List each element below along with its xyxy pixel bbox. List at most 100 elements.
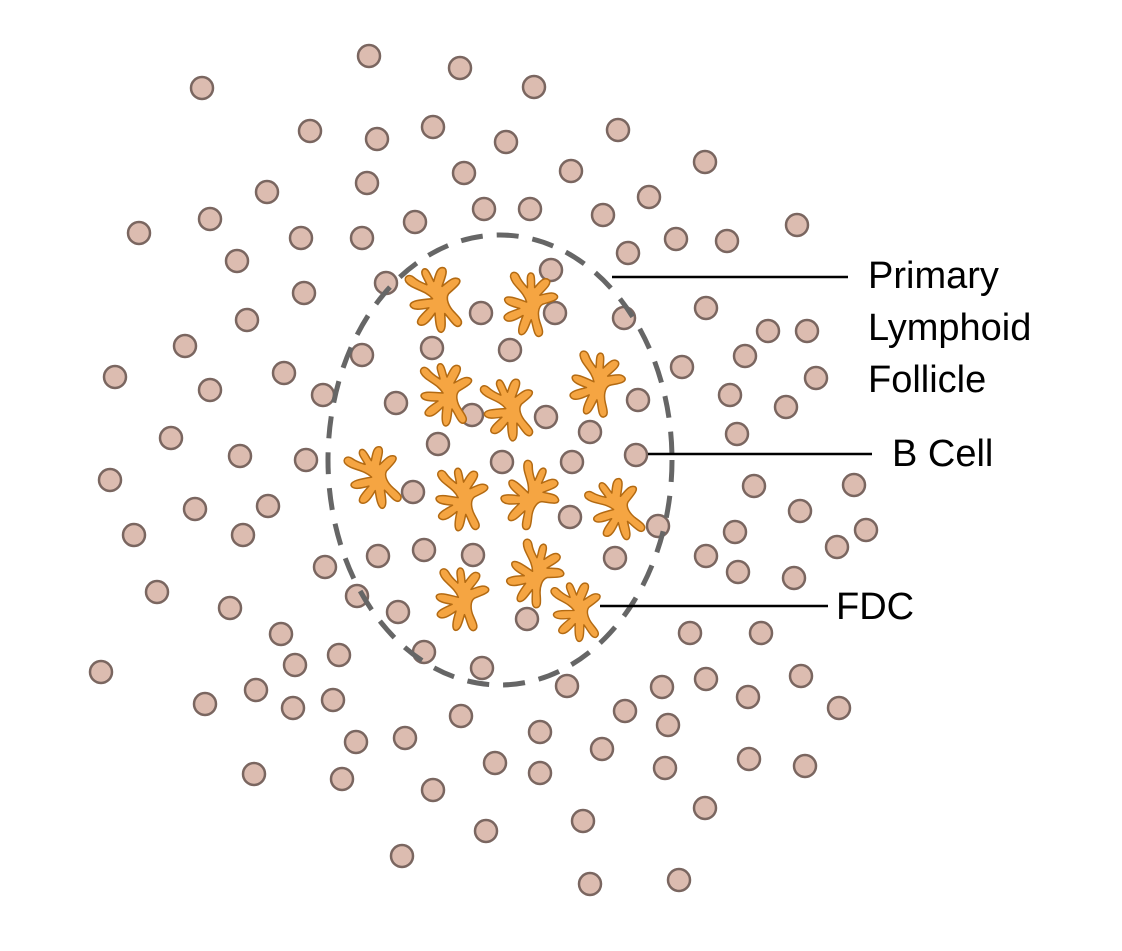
b-cell (554, 673, 580, 699)
b-cell (693, 666, 719, 692)
b-cell (602, 545, 628, 571)
b-cell (447, 55, 473, 81)
b-cell (853, 517, 879, 543)
fdc-cell (549, 579, 605, 645)
b-cell (527, 719, 553, 745)
b-cell (735, 684, 761, 710)
b-cell (781, 565, 807, 591)
b-cell (605, 117, 631, 143)
b-cell (615, 240, 641, 266)
b-cell (451, 160, 477, 186)
b-cell (692, 795, 718, 821)
b-cell (364, 126, 390, 152)
b-cell (841, 472, 867, 498)
b-cell (383, 390, 409, 416)
b-cell (557, 504, 583, 530)
fdc-cell (429, 563, 493, 636)
b-cell (538, 257, 564, 283)
b-cell (577, 419, 603, 445)
b-cell (354, 170, 380, 196)
b-cell (144, 579, 170, 605)
b-cell (692, 149, 718, 175)
b-cell (310, 382, 336, 408)
b-cell (787, 498, 813, 524)
b-cell (326, 642, 352, 668)
b-cell (389, 843, 415, 869)
fdc-cell (403, 262, 469, 338)
fdc-cell (581, 471, 653, 549)
b-cell (748, 620, 774, 646)
b-cell (468, 300, 494, 326)
b-cell (448, 703, 474, 729)
b-cell (611, 305, 637, 331)
b-cell (489, 449, 515, 475)
b-cell (732, 343, 758, 369)
b-cell (497, 337, 523, 363)
fdc-cell (495, 533, 573, 615)
b-cell (625, 387, 651, 413)
follicle-label-line-3: Follicle (868, 359, 987, 401)
b-cell (794, 318, 820, 344)
b-cell (121, 522, 147, 548)
b-cell (420, 114, 446, 140)
b-cell (612, 698, 638, 724)
b-cell (558, 158, 584, 184)
b-cell (792, 753, 818, 779)
b-cell (425, 431, 451, 457)
fdc-cell (432, 465, 490, 534)
b-cell (343, 729, 369, 755)
b-cell (623, 442, 649, 468)
b-cell (356, 43, 382, 69)
b-cell (826, 695, 852, 721)
b-cell (493, 129, 519, 155)
b-cell (293, 447, 319, 473)
b-cell (255, 493, 281, 519)
fdc-cell (478, 374, 540, 446)
b-cell (297, 118, 323, 144)
b-cell (666, 867, 692, 893)
b-cell (172, 333, 198, 359)
b-cell (755, 318, 781, 344)
b-cell (227, 443, 253, 469)
b-cell (736, 746, 762, 772)
b-cell (217, 595, 243, 621)
b-cell (349, 225, 375, 251)
b-cell (669, 354, 695, 380)
b-cell (542, 300, 568, 326)
b-cell (636, 184, 662, 210)
follicle-label-line-1: Primary (868, 255, 999, 297)
b-cell (714, 228, 740, 254)
b-cell (521, 74, 547, 100)
primary-lymphoid-follicle-label: Primary Lymphoid Follicle (868, 250, 1031, 406)
b-cell (649, 674, 675, 700)
b-cell (645, 513, 671, 539)
b-cell (411, 639, 437, 665)
fdc-cell (560, 345, 632, 424)
b-cell (471, 196, 497, 222)
fdc-label: FDC (836, 586, 915, 628)
b-cell (693, 295, 719, 321)
b-cell (243, 677, 269, 703)
b-cell (419, 335, 445, 361)
b-cell (234, 307, 260, 333)
b-cell (652, 755, 678, 781)
b-cell (158, 425, 184, 451)
b-cell (527, 760, 553, 786)
b-cell (411, 537, 437, 563)
b-cell (663, 226, 689, 252)
b-cell (677, 620, 703, 646)
b-cell (230, 522, 256, 548)
b-cell (280, 695, 306, 721)
b-cell (533, 404, 559, 430)
b-cell (197, 206, 223, 232)
b-cell (224, 248, 250, 274)
b-cell (460, 542, 486, 568)
b-cell-group (88, 43, 879, 897)
follicle-boundary (325, 232, 675, 688)
b-cell (312, 554, 338, 580)
b-cell (788, 663, 814, 689)
b-cell (126, 220, 152, 246)
b-cell (473, 818, 499, 844)
b-cell (590, 202, 616, 228)
